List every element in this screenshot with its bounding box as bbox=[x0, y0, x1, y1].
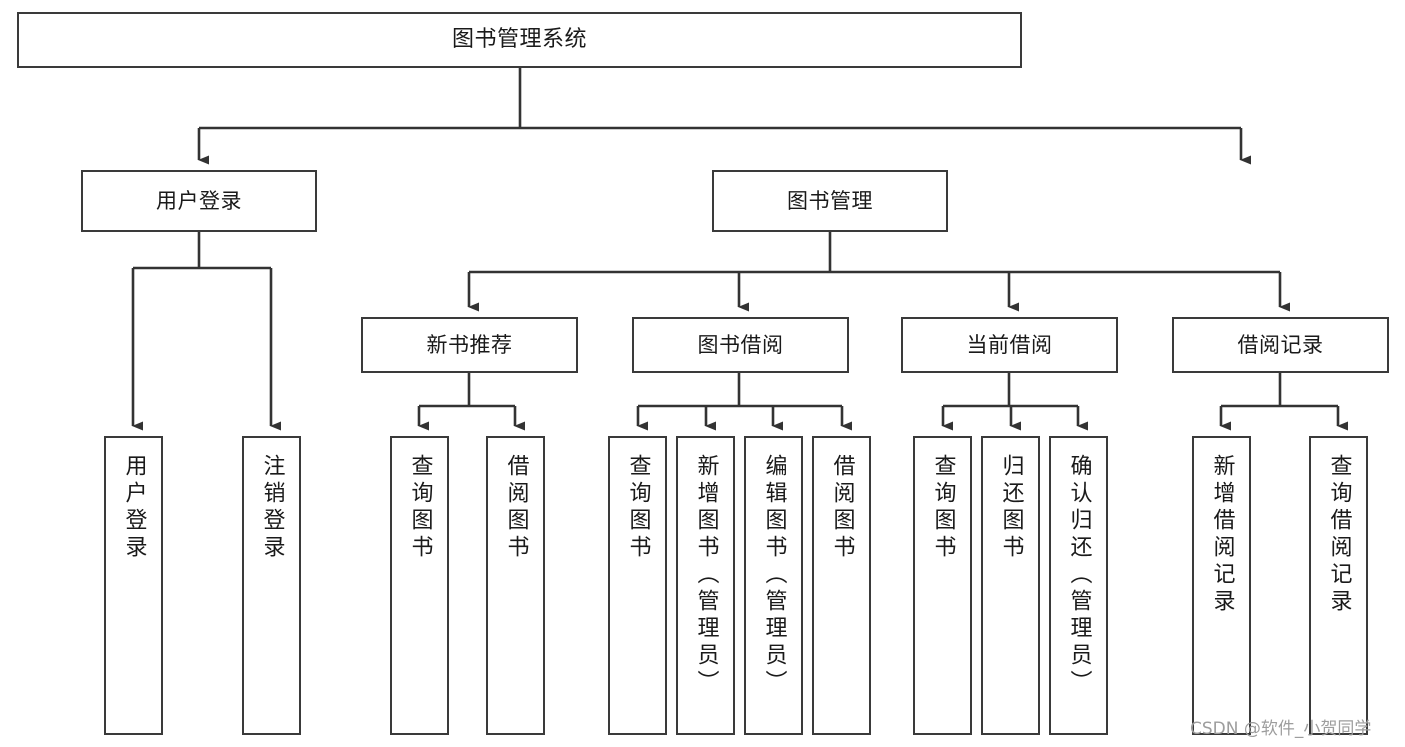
node-label: 借阅图书 bbox=[503, 454, 529, 562]
node-leaf-query-book-2[interactable]: 查询图书 bbox=[608, 436, 667, 735]
node-leaf-query-book-3[interactable]: 查询图书 bbox=[913, 436, 972, 735]
node-leaf-add-record[interactable]: 新增借阅记录 bbox=[1192, 436, 1251, 735]
node-borrow-record[interactable]: 借阅记录 bbox=[1172, 317, 1389, 373]
node-leaf-query-book-1[interactable]: 查询图书 bbox=[390, 436, 449, 735]
node-current-borrow[interactable]: 当前借阅 bbox=[901, 317, 1118, 373]
node-leaf-return-book[interactable]: 归还图书 bbox=[981, 436, 1040, 735]
node-label: 注销登录 bbox=[259, 454, 285, 562]
node-leaf-user-login[interactable]: 用户登录 bbox=[104, 436, 163, 735]
node-book-manage[interactable]: 图书管理 bbox=[712, 170, 948, 232]
csdn-watermark: CSDN @软件_小贺同学 bbox=[1190, 719, 1372, 739]
node-label: 新书推荐 bbox=[426, 332, 513, 357]
node-leaf-user-logout[interactable]: 注销登录 bbox=[242, 436, 301, 735]
node-root-book-management-system[interactable]: 图书管理系统 bbox=[17, 12, 1022, 68]
node-leaf-borrow-book-2[interactable]: 借阅图书 bbox=[812, 436, 871, 735]
node-label: 查询借阅记录 bbox=[1326, 454, 1352, 616]
node-label: 查询图书 bbox=[930, 454, 956, 562]
node-label: 用户登录 bbox=[121, 454, 147, 562]
node-label: 用户登录 bbox=[156, 188, 242, 213]
node-book-borrow[interactable]: 图书借阅 bbox=[632, 317, 849, 373]
node-leaf-borrow-book-1[interactable]: 借阅图书 bbox=[486, 436, 545, 735]
node-label: 图书管理系统 bbox=[451, 27, 587, 53]
node-label: 归还图书 bbox=[998, 454, 1024, 562]
node-label: 查询图书 bbox=[407, 454, 433, 562]
node-leaf-add-book[interactable]: 新增图书（管理员） bbox=[676, 436, 735, 735]
node-label: 图书管理 bbox=[787, 188, 873, 213]
node-new-book-recommend[interactable]: 新书推荐 bbox=[361, 317, 578, 373]
node-label: 确认归还（管理员） bbox=[1066, 454, 1092, 697]
node-leaf-edit-book[interactable]: 编辑图书（管理员） bbox=[744, 436, 803, 735]
node-label: 借阅记录 bbox=[1237, 332, 1324, 357]
node-label: 当前借阅 bbox=[966, 332, 1053, 357]
node-label: 图书借阅 bbox=[697, 332, 784, 357]
node-label: 查询图书 bbox=[625, 454, 651, 562]
node-leaf-confirm-return[interactable]: 确认归还（管理员） bbox=[1049, 436, 1108, 735]
node-leaf-query-record[interactable]: 查询借阅记录 bbox=[1309, 436, 1368, 735]
node-label: 编辑图书（管理员） bbox=[761, 454, 787, 697]
node-user-login[interactable]: 用户登录 bbox=[81, 170, 317, 232]
node-label: 借阅图书 bbox=[829, 454, 855, 562]
node-label: 新增借阅记录 bbox=[1209, 454, 1235, 616]
node-label: 新增图书（管理员） bbox=[693, 454, 719, 697]
